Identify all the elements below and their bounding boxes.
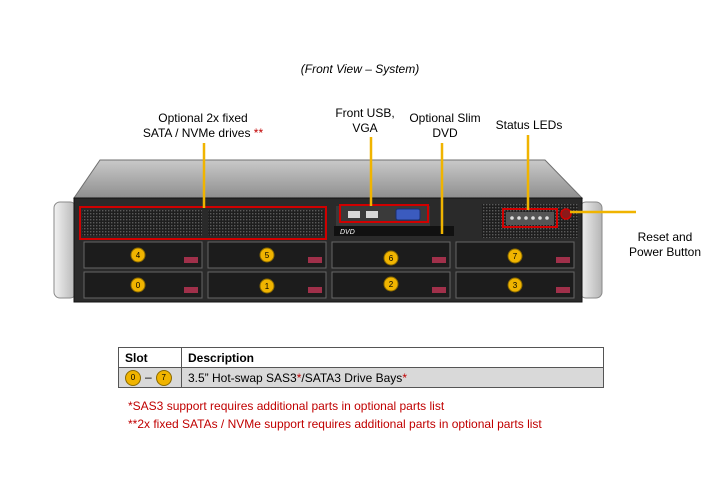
rack-ear-right [579, 201, 603, 299]
label-dvd: Optional Slim DVD [395, 111, 495, 141]
bay-number-5: 5 [265, 251, 270, 260]
label-usb-vga: Front USB, VGA [320, 106, 410, 136]
label-status-leds: Status LEDs [495, 118, 563, 132]
desc-part-b: /SATA3 Drive Bays [301, 370, 403, 385]
dvd-logo: DVD [340, 229, 355, 236]
fixed-drive-mesh-right [208, 210, 324, 236]
table-header-slot: Slot [118, 347, 182, 368]
footnote-sas3: *SAS3 support requires additional parts … [128, 399, 445, 413]
table-row: 0–7 3.5” Hot-swap SAS3*/SATA3 Drive Bays… [118, 367, 604, 388]
table-header-description: Description [181, 347, 604, 368]
dvd-drive [334, 226, 454, 236]
label-reset-line1: Reset and [637, 230, 693, 244]
bay-number-7: 7 [513, 252, 518, 261]
label-fixed-drives: Optional 2x fixed SATA / NVMe drives ** [118, 111, 288, 141]
bay-badge-3 [507, 277, 523, 293]
label-fixed-drives-text: SATA / NVMe drives [142, 126, 251, 140]
bay-number-3: 3 [513, 281, 518, 290]
usb-port-2 [366, 211, 378, 218]
bay-badge-6 [383, 250, 399, 266]
bay-badge-4 [130, 247, 146, 263]
label-usb-vga-line1: Front USB, [335, 106, 395, 120]
bay-release-tab-1 [308, 287, 322, 293]
status-led-2 [517, 216, 521, 220]
bay-number-6: 6 [389, 254, 394, 263]
desc-part-a: 3.5” Hot-swap SAS3 [188, 370, 297, 385]
status-led-panel [506, 212, 554, 225]
label-usb-vga-line2: VGA [352, 121, 378, 135]
bay-badge-7 [507, 248, 523, 264]
status-led-1 [510, 216, 514, 220]
bay-release-tab-6 [432, 257, 446, 263]
label-fixed-drives-mark: ** [253, 126, 264, 140]
bay-number-4: 4 [136, 251, 141, 260]
status-leds-highlight [502, 208, 558, 228]
table-cell-description: 3.5” Hot-swap SAS3*/SATA3 Drive Bays* [181, 367, 604, 388]
bay-number-2: 2 [389, 280, 394, 289]
label-fixed-drives-line1: Optional 2x fixed [158, 111, 248, 125]
fixed-drive-mesh-left [82, 210, 202, 236]
footnote-fixed-drives: **2x fixed SATAs / NVMe support requires… [128, 417, 542, 431]
slot-table: Slot Description 0–7 3.5” Hot-swap SAS3*… [118, 347, 604, 388]
label-fixed-drives-line2: SATA / NVMe drives ** [118, 126, 288, 141]
drive-bays: 4 5 6 7 0 1 2 3 [83, 241, 575, 299]
desc-mark-2: * [402, 370, 407, 385]
label-dvd-line2: DVD [432, 126, 458, 140]
table-header-row: Slot Description [118, 347, 604, 368]
status-led-4 [531, 216, 535, 220]
bay-number-0: 0 [136, 281, 141, 290]
bay-release-tab-0 [184, 287, 198, 293]
rack-ear-left [53, 201, 77, 299]
bay-badge-1 [259, 278, 275, 294]
label-reset-power: Reset and Power Button [620, 230, 710, 260]
bay-release-tab-3 [556, 287, 570, 293]
usb-port-1 [348, 211, 360, 218]
table-cell-slot: 0–7 [118, 367, 182, 388]
chassis-top-cover [73, 159, 584, 199]
slot-badge-end: 7 [155, 369, 172, 386]
label-reset-line2: Power Button [628, 245, 702, 259]
bay-release-tab-5 [308, 257, 322, 263]
bay-badge-0 [130, 277, 146, 293]
slot-dash: – [145, 369, 152, 384]
bay-release-tab-7 [556, 257, 570, 263]
bay-badge-5 [259, 247, 275, 263]
drive-bay-1 [207, 271, 327, 299]
status-led-5 [538, 216, 542, 220]
status-led-6 [545, 216, 549, 220]
usb-vga-highlight [339, 204, 429, 223]
figure-caption: (Front View – System) [300, 62, 420, 76]
label-dvd-line1: Optional Slim [409, 111, 481, 125]
status-led-3 [524, 216, 528, 220]
vga-port [395, 208, 421, 221]
bay-release-tab-2 [432, 287, 446, 293]
bay-release-tab-4 [184, 257, 198, 263]
server-chassis-illustration: DVD 4 5 6 7 0 [53, 135, 636, 303]
bay-badge-2 [383, 276, 399, 292]
slot-badge-start: 0 [125, 369, 141, 386]
power-button [560, 208, 572, 220]
desc-mark-1: * [296, 370, 302, 385]
bay-number-1: 1 [265, 282, 270, 291]
